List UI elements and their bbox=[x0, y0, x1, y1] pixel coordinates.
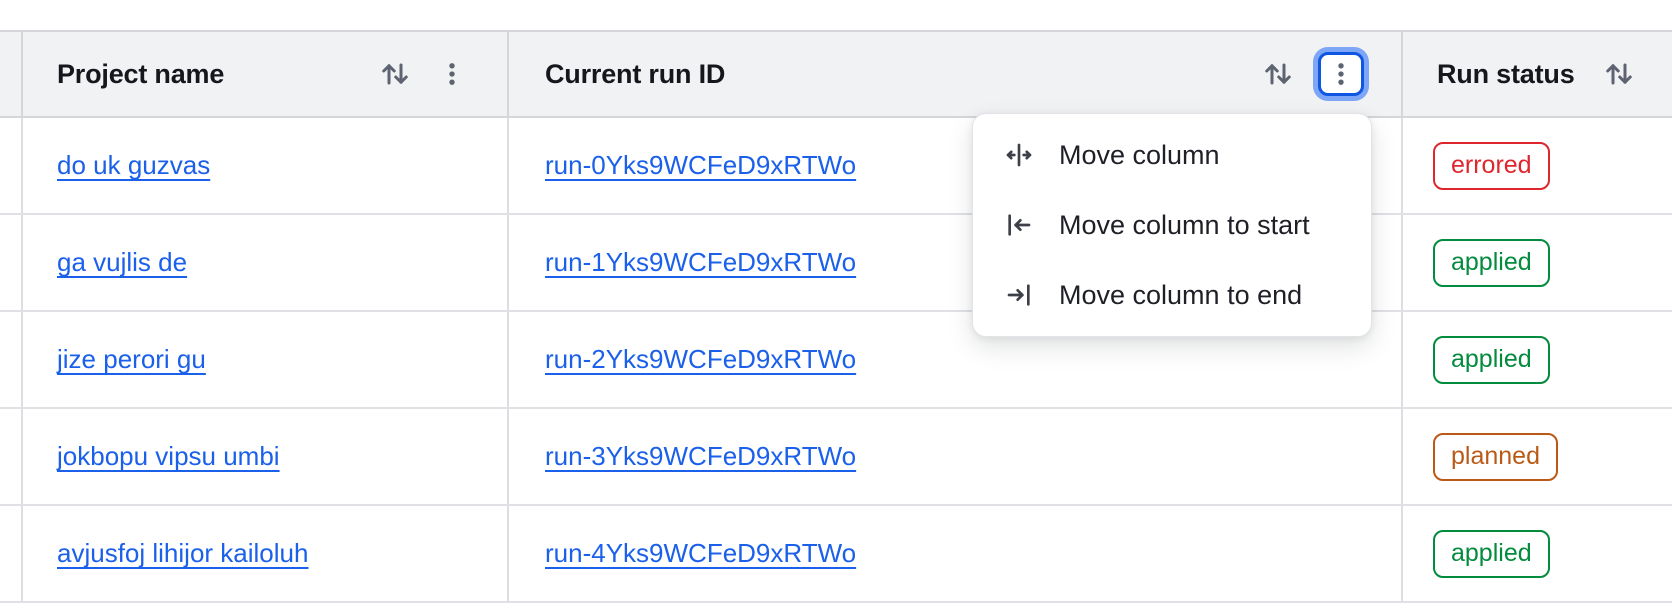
project-link[interactable]: ga vujlis de bbox=[57, 247, 188, 277]
menu-item-label: Move column to start bbox=[1059, 209, 1310, 240]
menu-item-move-column-to-start[interactable]: Move column to start bbox=[973, 190, 1371, 260]
column-header-current-run-id: Current run ID bbox=[509, 32, 1403, 116]
menu-item-label: Move column to end bbox=[1059, 279, 1303, 310]
table-row: do uk guzvas run-0Yks9WCFeD9xRTWo errore… bbox=[0, 118, 1672, 215]
run-id-link[interactable]: run-2Yks9WCFeD9xRTWo bbox=[545, 344, 857, 374]
run-status-cell: applied bbox=[1403, 312, 1672, 407]
clipped-leading-cell bbox=[0, 506, 23, 601]
kebab-menu-icon bbox=[1327, 60, 1355, 88]
run-status-cell: errored bbox=[1403, 118, 1672, 213]
clipped-leading-column bbox=[0, 32, 23, 116]
column-header-run-status: Run status bbox=[1403, 32, 1672, 116]
kebab-menu-icon bbox=[438, 60, 466, 88]
sort-button-current-run-id[interactable] bbox=[1260, 54, 1296, 94]
project-name-cell: jize perori gu bbox=[23, 312, 509, 407]
current-run-id-cell: run-4Yks9WCFeD9xRTWo bbox=[509, 506, 1403, 601]
projects-runs-table: Project name bbox=[0, 30, 1672, 603]
run-status-cell: applied bbox=[1403, 215, 1672, 310]
table-header-row: Project name bbox=[0, 30, 1672, 118]
current-run-id-cell: run-0Yks9WCFeD9xRTWo bbox=[509, 118, 1403, 213]
column-menu-button-current-run-id-focused[interactable] bbox=[1318, 52, 1364, 96]
sort-icon bbox=[377, 56, 413, 92]
menu-item-label: Move column bbox=[1059, 139, 1220, 170]
move-column-icon bbox=[1003, 139, 1035, 171]
run-id-link[interactable]: run-4Yks9WCFeD9xRTWo bbox=[545, 538, 857, 568]
column-label-project-name: Project name bbox=[57, 58, 225, 89]
current-run-id-cell: run-1Yks9WCFeD9xRTWo bbox=[509, 215, 1403, 310]
column-menu-button-project-name[interactable] bbox=[439, 54, 465, 94]
menu-item-move-column[interactable]: Move column bbox=[973, 120, 1371, 190]
clipped-leading-cell bbox=[0, 312, 23, 407]
current-run-id-cell: run-3Yks9WCFeD9xRTWo bbox=[509, 409, 1403, 504]
status-badge: applied bbox=[1433, 238, 1550, 287]
table-row: jize perori gu run-2Yks9WCFeD9xRTWo appl… bbox=[0, 312, 1672, 409]
project-name-cell: jokbopu vipsu umbi bbox=[23, 409, 509, 504]
sort-button-project-name[interactable] bbox=[377, 54, 413, 94]
menu-item-move-column-to-end[interactable]: Move column to end bbox=[973, 260, 1371, 330]
column-context-menu: Move column Move column to start Move co… bbox=[972, 113, 1372, 337]
run-status-cell: planned bbox=[1403, 409, 1672, 504]
table-row: jokbopu vipsu umbi run-3Yks9WCFeD9xRTWo … bbox=[0, 409, 1672, 506]
sort-icon bbox=[1601, 56, 1637, 92]
move-column-start-icon bbox=[1003, 209, 1035, 241]
table-row: avjusfoj lihijor kailoluh run-4Yks9WCFeD… bbox=[0, 506, 1672, 603]
column-header-project-name: Project name bbox=[23, 32, 509, 116]
column-label-run-status: Run status bbox=[1437, 58, 1575, 89]
status-badge: applied bbox=[1433, 335, 1550, 384]
table-row: ga vujlis de run-1Yks9WCFeD9xRTWo applie… bbox=[0, 215, 1672, 312]
project-link[interactable]: do uk guzvas bbox=[57, 150, 211, 180]
project-link[interactable]: jize perori gu bbox=[57, 344, 206, 374]
sort-button-run-status[interactable] bbox=[1601, 54, 1637, 94]
move-column-end-icon bbox=[1003, 279, 1035, 311]
clipped-leading-cell bbox=[0, 409, 23, 504]
clipped-leading-cell bbox=[0, 215, 23, 310]
status-badge: applied bbox=[1433, 529, 1550, 578]
clipped-leading-cell bbox=[0, 118, 23, 213]
run-id-link[interactable]: run-0Yks9WCFeD9xRTWo bbox=[545, 150, 857, 180]
run-id-link[interactable]: run-3Yks9WCFeD9xRTWo bbox=[545, 441, 857, 471]
table-body: do uk guzvas run-0Yks9WCFeD9xRTWo errore… bbox=[0, 118, 1672, 603]
project-name-cell: avjusfoj lihijor kailoluh bbox=[23, 506, 509, 601]
column-label-current-run-id: Current run ID bbox=[545, 58, 726, 89]
run-id-link[interactable]: run-1Yks9WCFeD9xRTWo bbox=[545, 247, 857, 277]
project-name-cell: do uk guzvas bbox=[23, 118, 509, 213]
status-badge: errored bbox=[1433, 141, 1550, 190]
sort-icon bbox=[1260, 56, 1296, 92]
status-badge: planned bbox=[1433, 432, 1558, 481]
project-name-cell: ga vujlis de bbox=[23, 215, 509, 310]
project-link[interactable]: avjusfoj lihijor kailoluh bbox=[57, 538, 309, 568]
run-status-cell: applied bbox=[1403, 506, 1672, 601]
current-run-id-cell: run-2Yks9WCFeD9xRTWo bbox=[509, 312, 1403, 407]
project-link[interactable]: jokbopu vipsu umbi bbox=[57, 441, 280, 471]
